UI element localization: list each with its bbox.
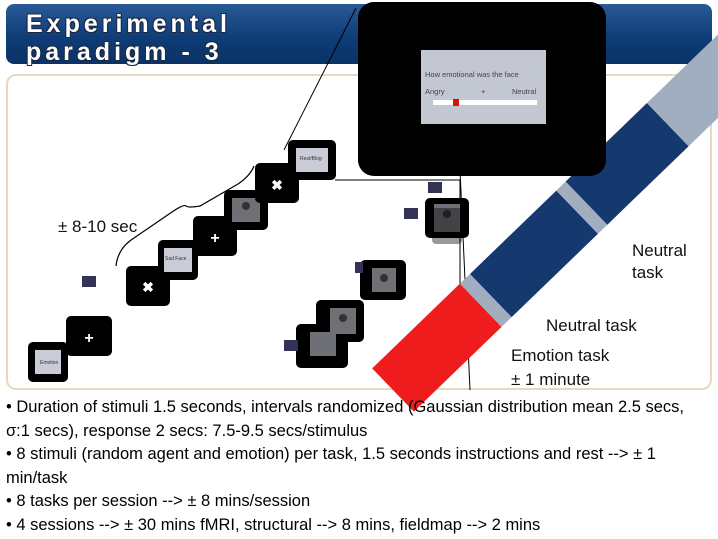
bullet-item: • Duration of stimuli 1.5 seconds, inter…	[6, 398, 685, 440]
rating-screen	[421, 50, 546, 124]
instruction-gap-2	[556, 181, 608, 234]
neutral-task-label: Neutral task	[546, 316, 637, 335]
small-icon-4	[355, 262, 363, 273]
bullet-item: • 8 tasks per session --> ± 8 mins/sessi…	[6, 492, 311, 510]
fixation-cross-1: +	[84, 330, 93, 347]
small-icon-5	[284, 340, 298, 351]
title-line-1: Experimental	[26, 10, 232, 38]
small-icon-3	[428, 182, 442, 193]
small-icon-2	[404, 208, 418, 219]
neutral-task-block-2	[565, 103, 689, 225]
stimulus-staircase: + ✖ + ✖	[28, 140, 336, 382]
cue-label-emotion: Emotion	[40, 360, 59, 366]
neutral-task-block-1	[469, 190, 598, 318]
response-mark-1: ✖	[142, 279, 154, 295]
emotion-task-label: Emotion task	[511, 346, 610, 365]
zoom-connector-frame	[335, 179, 461, 300]
cue-label-sad-face: Sad Face	[165, 256, 187, 262]
cue-screen-rest	[296, 148, 328, 172]
task-bar	[372, 26, 718, 412]
bullet-list: • Duration of stimuli 1.5 seconds, inter…	[6, 396, 712, 537]
face-cluster	[296, 198, 469, 368]
small-icon-1	[82, 276, 96, 287]
fixation-box-1	[66, 316, 112, 356]
rating-scale-left: Angry	[425, 87, 445, 96]
face-head-2	[242, 202, 250, 210]
response-mark-2: ✖	[271, 177, 283, 193]
bullet-item: • 4 sessions --> ± 30 mins fMRI, structu…	[6, 515, 541, 534]
rating-slider-track	[433, 100, 537, 105]
interval-brace	[115, 165, 255, 267]
instruction-gap-1	[459, 273, 512, 327]
bullet-item: • 8 stimuli (random agent and emotion) p…	[6, 445, 656, 487]
neutral-task-label-top: Neutral task	[632, 241, 687, 282]
emotion-task-block	[372, 283, 502, 412]
cue-screen-sad-face	[164, 248, 192, 272]
rating-scale-right: Neutral	[512, 87, 537, 96]
cue-screen-emotion	[35, 350, 61, 374]
fixation-cross-2: +	[210, 230, 219, 247]
task-duration-label: ± 1 minute	[511, 370, 591, 389]
zoom-connector-left	[283, 7, 357, 151]
rest-block	[646, 26, 718, 147]
rating-slider-marker	[453, 99, 459, 106]
small-icons	[82, 182, 442, 351]
rating-question: How emotional was the face	[425, 70, 519, 79]
cue-label-rest: Rest/Blog	[300, 156, 322, 162]
rating-scale-mid: +	[481, 87, 486, 96]
title-line-2: paradigm - 3	[26, 38, 223, 66]
face-image-6	[310, 332, 336, 356]
interval-label: ± 8-10 sec	[58, 217, 138, 236]
